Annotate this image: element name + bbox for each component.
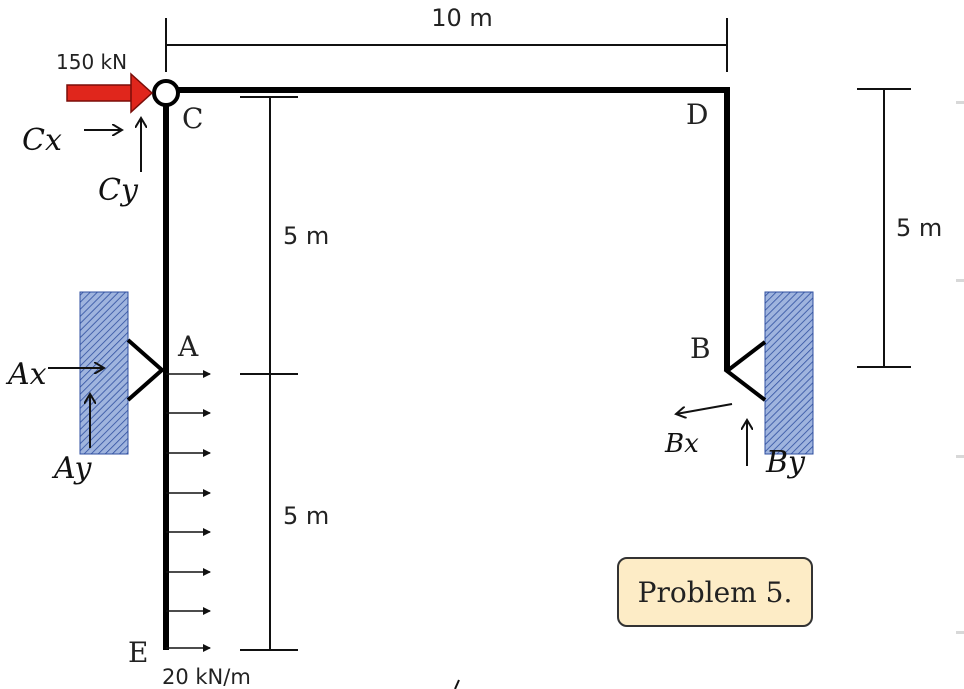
reaction-b: Bx By	[664, 403, 806, 480]
frame-members	[163, 87, 730, 650]
point-load-arrow: 150 kN	[56, 50, 154, 114]
left-dimension: 5 m 5 m	[240, 96, 329, 651]
label-d: D	[686, 98, 708, 131]
reaction-a: Ax Ay	[5, 357, 104, 486]
pen-mark	[454, 679, 460, 689]
lower-left-height-label: 5 m	[283, 502, 329, 530]
edge-tick	[956, 455, 964, 458]
edge-tick	[956, 279, 964, 282]
hand-ay: Ay	[51, 451, 92, 486]
wall-a	[79, 291, 129, 455]
right-dimension: 5 m	[857, 88, 942, 368]
label-a: A	[177, 330, 199, 363]
point-load-label: 150 kN	[56, 50, 127, 74]
wall-b	[764, 291, 814, 455]
problem-caption: Problem 5.	[637, 575, 793, 609]
top-span-label: 10 m	[431, 4, 493, 32]
hinge-c	[152, 79, 180, 107]
distributed-load: 20 kN/m	[162, 370, 251, 689]
label-e: E	[128, 636, 148, 669]
top-dimension: 10 m	[165, 4, 728, 72]
hand-cy: Cy	[98, 173, 139, 208]
hand-by: By	[765, 445, 806, 480]
distributed-load-label: 20 kN/m	[162, 665, 251, 689]
label-b: B	[690, 332, 711, 365]
hand-ax: Ax	[5, 357, 47, 392]
label-c: C	[182, 102, 203, 135]
problem-badge: Problem 5.	[617, 557, 813, 627]
right-height-label: 5 m	[896, 214, 942, 242]
hand-cx: Cx	[22, 123, 62, 158]
edge-tick	[956, 631, 964, 634]
hand-bx: Bx	[664, 429, 699, 459]
support-b	[723, 291, 814, 455]
edge-tick	[956, 101, 964, 104]
upper-left-height-label: 5 m	[283, 222, 329, 250]
reaction-c: Cx Cy	[22, 118, 141, 208]
support-a	[79, 291, 166, 455]
